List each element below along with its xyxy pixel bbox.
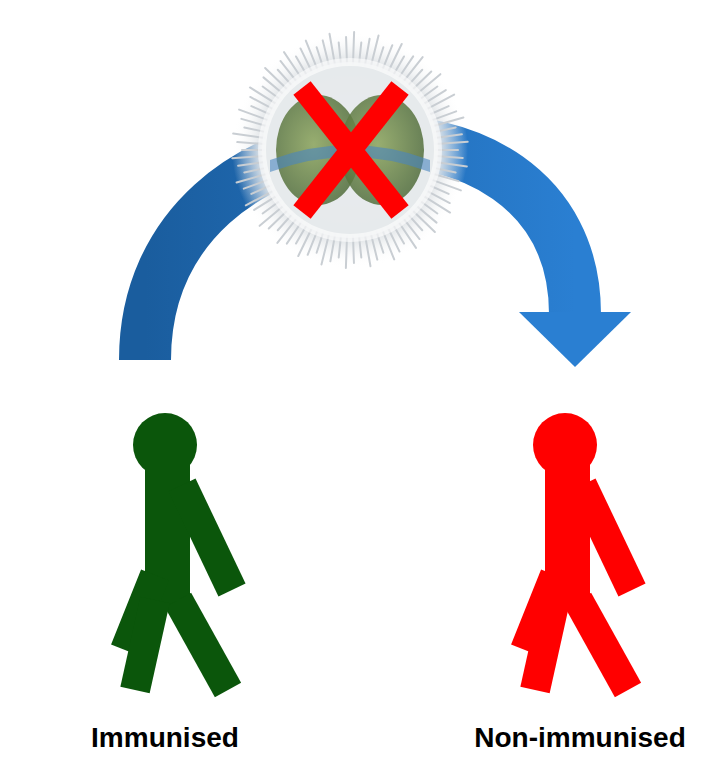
person-figure <box>110 375 290 705</box>
virus-particle <box>232 32 468 268</box>
person-node: Non-immunised <box>470 375 690 770</box>
person-label: Immunised <box>85 722 245 754</box>
cross-mark <box>302 88 400 212</box>
person-label: Non-immunised <box>470 722 690 754</box>
person-node: Immunised <box>85 375 245 770</box>
person-figure <box>510 375 690 705</box>
